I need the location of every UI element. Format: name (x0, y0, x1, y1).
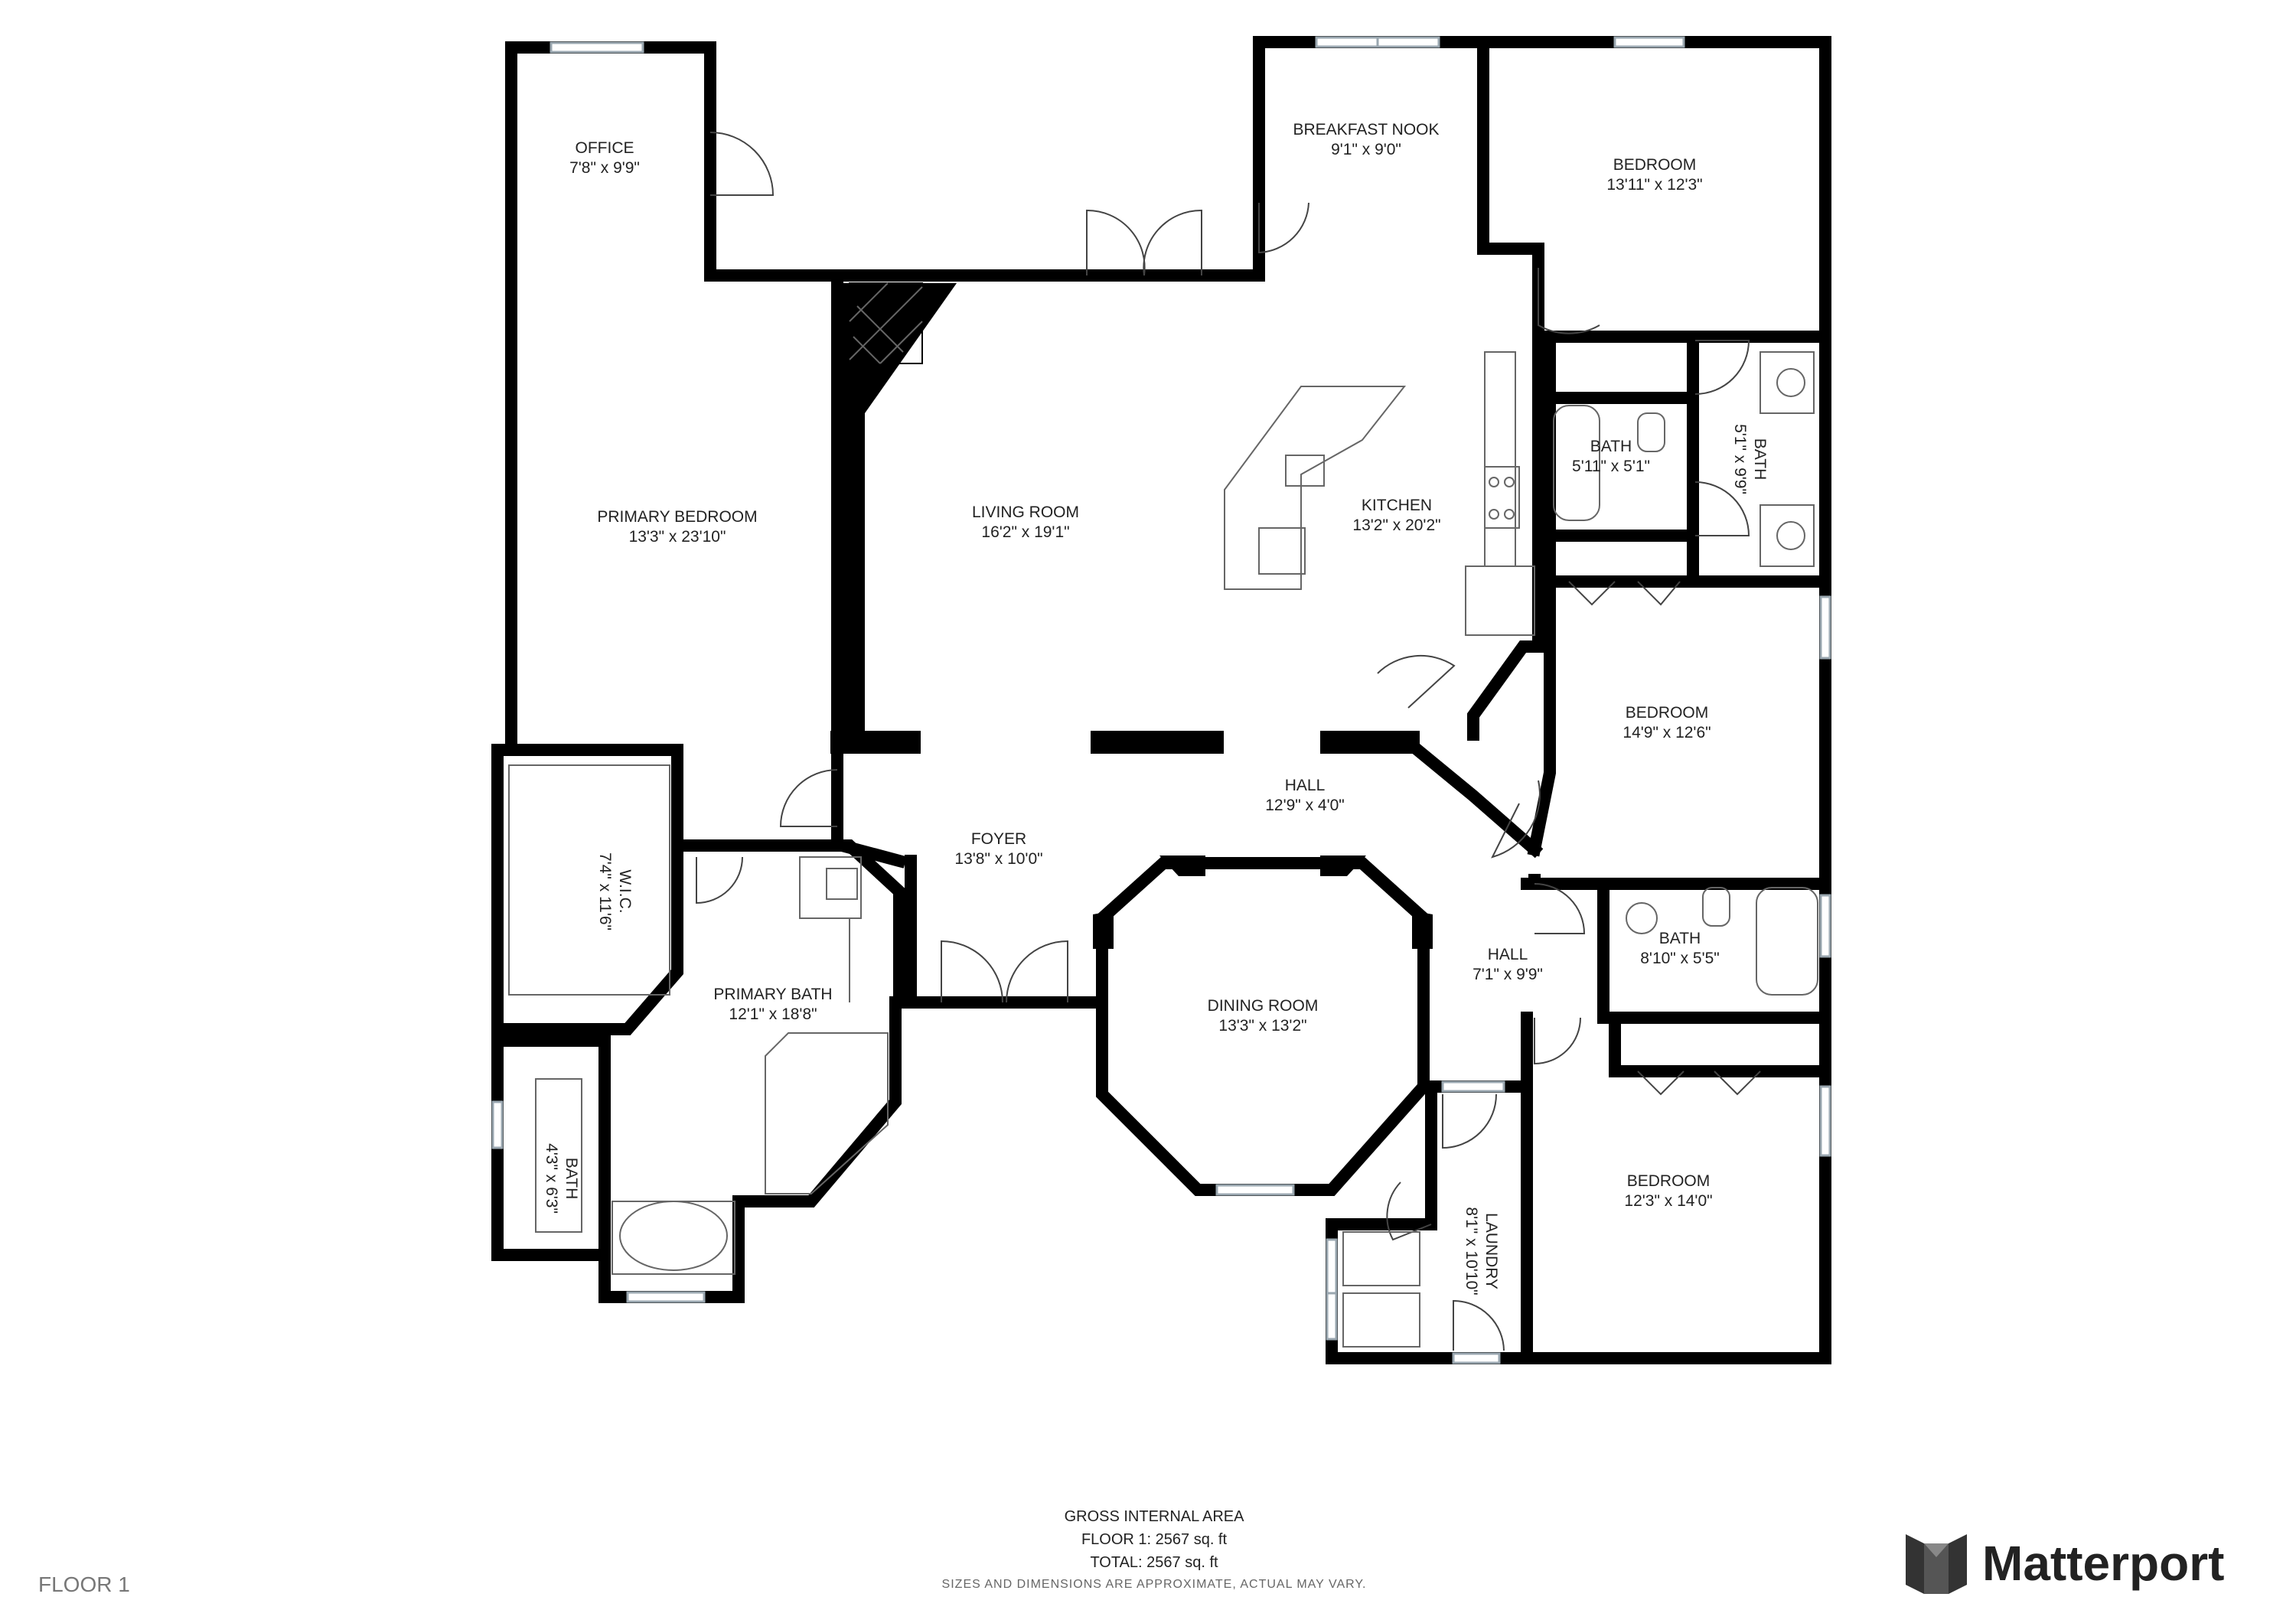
windows (491, 36, 1831, 1364)
room-name-kitchen: KITCHEN (1362, 497, 1432, 514)
room-dim-bath-d: 4'3" x 6'3" (543, 1143, 560, 1214)
room-name-hall-2: HALL (1488, 946, 1528, 963)
room-name-bedroom-ne: BEDROOM (1613, 156, 1697, 174)
room-dim-bath-c: 8'10" x 5'5" (1640, 950, 1720, 967)
dining-corners (1093, 855, 1433, 949)
room-name-bath-d: BATH (563, 1158, 580, 1199)
bathtub-icon (1553, 405, 1600, 521)
room-name-living-room: LIVING ROOM (972, 504, 1079, 521)
room-dim-primary-bath: 12'1" x 18'8" (729, 1005, 817, 1023)
dryer-icon (1342, 1292, 1420, 1348)
room-name-bath-a: BATH (1590, 438, 1632, 455)
bathtub-icon (1756, 887, 1818, 996)
room-name-primary-bath: PRIMARY BATH (713, 986, 832, 1003)
room-dim-foyer: 13'8" x 10'0" (954, 850, 1042, 868)
fixtures (508, 282, 1818, 1348)
room-name-bath-b: BATH (1751, 438, 1769, 480)
room-name-breakfast-nook: BREAKFAST NOOK (1293, 121, 1440, 139)
total-area: TOTAL: 2567 sq. ft (1090, 1554, 1218, 1571)
room-name-bedroom-se: BEDROOM (1627, 1172, 1711, 1190)
room-dim-kitchen: 13'2" x 20'2" (1352, 517, 1440, 534)
sink-icon (1626, 902, 1658, 934)
floor-label: FLOOR 1 (38, 1572, 130, 1596)
room-name-primary-bedroom: PRIMARY BEDROOM (597, 508, 757, 526)
room-dim-laundry: 8'1" x 10'10" (1463, 1207, 1480, 1295)
sink-icon (1776, 368, 1805, 397)
room-name-foyer: FOYER (971, 830, 1026, 848)
doors (696, 132, 1761, 1351)
room-dim-bedroom-e: 14'9" x 12'6" (1623, 724, 1711, 741)
soaking-tub-icon (619, 1201, 728, 1271)
room-name-office: OFFICE (576, 139, 634, 157)
disclaimer: SIZES AND DIMENSIONS ARE APPROXIMATE, AC… (942, 1578, 1367, 1591)
room-name-laundry: LAUNDRY (1482, 1213, 1500, 1289)
room-name-wic: W.I.C. (616, 869, 634, 913)
room-name-bedroom-e: BEDROOM (1626, 704, 1709, 722)
room-dim-living-room: 16'2" x 19'1" (981, 523, 1069, 541)
room-name-bath-c: BATH (1659, 930, 1701, 947)
washer-icon (1342, 1231, 1420, 1286)
room-name-dining-room: DINING ROOM (1208, 997, 1319, 1015)
island-sink-icon (1285, 455, 1325, 487)
room-dim-office: 7'8" x 9'9" (569, 159, 640, 177)
room-dim-bath-b: 5'1" x 9'9" (1731, 424, 1749, 494)
brand: Matterport (1906, 1534, 2224, 1594)
sink-icon (1776, 521, 1805, 550)
room-dim-dining-room: 13'3" x 13'2" (1218, 1017, 1306, 1035)
matterport-logo-icon (1906, 1534, 1967, 1594)
floor-area: FLOOR 1: 2567 sq. ft (1081, 1531, 1228, 1548)
room-labels: OFFICE 7'8" x 9'9" PRIMARY BEDROOM 13'3"… (543, 121, 1769, 1295)
brand-name: Matterport (1982, 1536, 2224, 1591)
footer: GROSS INTERNAL AREA FLOOR 1: 2567 sq. ft… (38, 1508, 1367, 1596)
room-name-hall-1: HALL (1285, 777, 1326, 794)
room-dim-hall-1: 12'9" x 4'0" (1265, 797, 1345, 814)
room-dim-bedroom-ne: 13'11" x 12'3" (1606, 176, 1702, 194)
gross-area-heading: GROSS INTERNAL AREA (1065, 1508, 1245, 1525)
room-dim-primary-bedroom: 13'3" x 23'10" (629, 528, 726, 546)
room-dim-wic: 7'4" x 11'6" (596, 852, 614, 930)
room-dim-bath-a: 5'11" x 5'1" (1572, 458, 1650, 475)
walls (491, 36, 1831, 1364)
sink-icon (826, 868, 858, 900)
room-dim-breakfast-nook: 9'1" x 9'0" (1331, 141, 1401, 158)
cooktop-icon (1484, 466, 1520, 529)
room-dim-hall-2: 7'1" x 9'9" (1473, 966, 1543, 983)
room-dim-bedroom-se: 12'3" x 14'0" (1624, 1192, 1712, 1210)
